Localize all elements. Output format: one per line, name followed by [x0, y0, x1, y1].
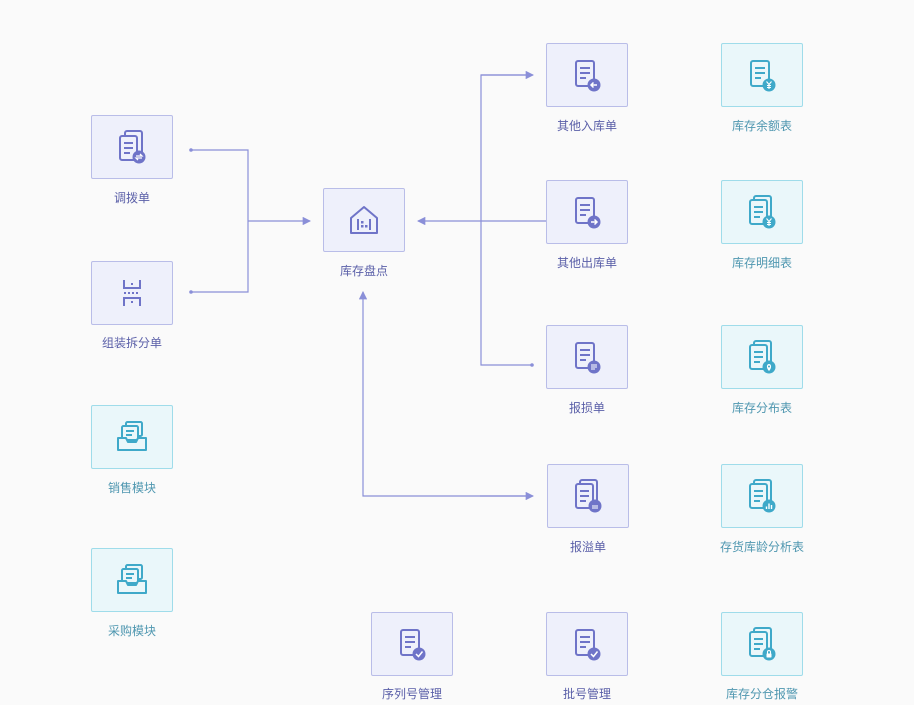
damage-node[interactable] — [546, 325, 628, 389]
detail-label: 库存明细表 — [731, 256, 792, 270]
overflow-label: 报溢单 — [569, 540, 606, 554]
doc-check-icon — [400, 629, 426, 661]
assembly-icon — [123, 280, 141, 306]
other-in-label: 其他入库单 — [556, 119, 617, 133]
batch-node[interactable] — [546, 612, 628, 676]
alert-node[interactable] — [721, 612, 803, 676]
sales-node[interactable] — [91, 405, 173, 469]
balance-label: 库存余额表 — [731, 119, 792, 133]
other-in-node[interactable] — [546, 43, 628, 107]
purchase-label: 采购模块 — [107, 624, 156, 638]
distribution-label: 库存分布表 — [731, 401, 792, 415]
inbox-tray-icon — [117, 421, 147, 451]
overflow-node[interactable] — [547, 464, 629, 528]
warehouse-icon — [350, 206, 378, 234]
stocktake-node[interactable] — [323, 188, 405, 252]
doc-location-icon — [749, 340, 776, 374]
doc-out-icon — [575, 197, 601, 229]
distribution-node[interactable] — [721, 325, 803, 389]
aging-node[interactable] — [721, 464, 803, 528]
stocktake-label: 库存盘点 — [339, 264, 388, 278]
transfer-doc-icon — [119, 130, 146, 164]
detail-node[interactable] — [721, 180, 803, 244]
damage-label: 报损单 — [568, 401, 605, 415]
doc-yen-icon — [749, 195, 776, 229]
other-out-node[interactable] — [546, 180, 628, 244]
doc-in-icon — [575, 60, 601, 92]
alert-label: 库存分仓报警 — [725, 687, 798, 701]
doc-check-icon — [575, 629, 601, 661]
serial-node[interactable] — [371, 612, 453, 676]
doc-yen-icon — [750, 60, 776, 92]
inbox-tray-icon — [117, 564, 147, 594]
aging-label: 存货库龄分析表 — [719, 540, 804, 554]
purchase-node[interactable] — [91, 548, 173, 612]
other-out-label: 其他出库单 — [556, 256, 617, 270]
connector-stocktake-overflow — [358, 290, 532, 497]
balance-node[interactable] — [721, 43, 803, 107]
assembly-node[interactable] — [91, 261, 173, 325]
doc-chart-icon — [749, 479, 776, 513]
serial-label: 序列号管理 — [381, 687, 442, 701]
transfer-label: 调拨单 — [113, 191, 150, 205]
assembly-label: 组装拆分单 — [101, 336, 162, 350]
sales-label: 销售模块 — [107, 481, 156, 495]
connector-transfer-to-stocktake — [191, 149, 249, 293]
doc-damage-icon — [575, 342, 601, 374]
doc-overflow-icon — [575, 479, 602, 513]
doc-lock-icon — [749, 627, 776, 661]
batch-label: 批号管理 — [562, 687, 611, 701]
transfer-node[interactable] — [91, 115, 173, 179]
